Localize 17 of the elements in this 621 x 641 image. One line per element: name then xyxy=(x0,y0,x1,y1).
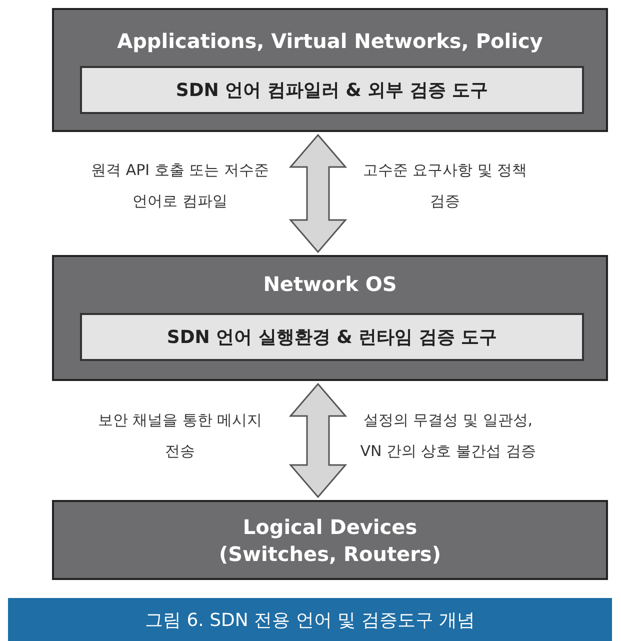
tool-box xyxy=(80,66,584,114)
layer-title: Network OS xyxy=(263,272,397,296)
layer-title: Applications, Virtual Networks, Policy xyxy=(117,29,543,53)
tool-label: SDN 언어 컴파일러 & 외부 검증 도구 xyxy=(176,79,488,102)
double-arrow xyxy=(288,382,348,498)
layer-box xyxy=(52,500,608,580)
double-arrow xyxy=(288,134,348,254)
arrow-note: 보안 채널을 통한 메시지 전송 xyxy=(96,410,264,462)
tool-box xyxy=(80,313,584,361)
arrow-note: 설정의 무결성 및 일관성, VN 간의 상호 불간섭 검증 xyxy=(359,410,537,462)
tool-label: SDN 언어 실행환경 & 런타임 검증 도구 xyxy=(166,326,498,349)
layer-box xyxy=(52,8,608,132)
arrow-note: 원격 API 호출 또는 저수준 언어로 컴파일 xyxy=(90,160,270,212)
arrow-note: 고수준 요구사항 및 정책 검증 xyxy=(362,160,528,212)
layer-box xyxy=(52,255,608,381)
layer-title: Logical Devices (Switches, Routers) xyxy=(219,515,441,566)
caption-bar: 그림 6. SDN 전용 언어 및 검증도구 개념 xyxy=(8,598,612,641)
